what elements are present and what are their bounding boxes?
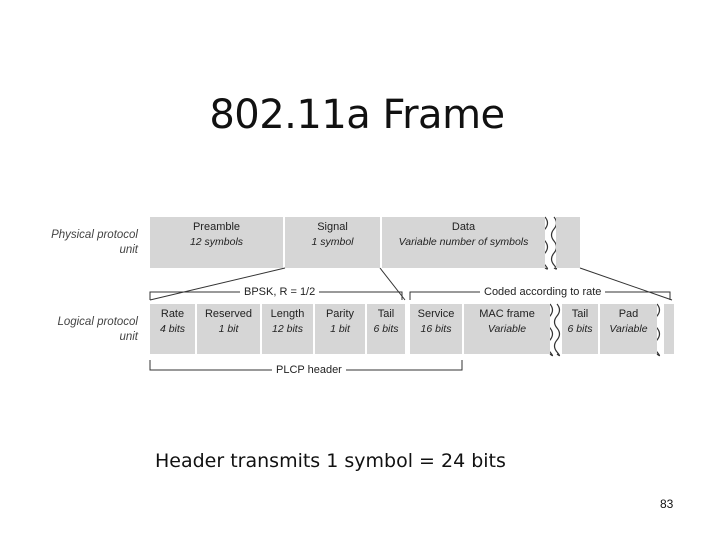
- physical-row-label: Physical protocol unit: [40, 228, 138, 258]
- logical-wavy-edge-2: [553, 303, 561, 357]
- cell-signal: Signal 1 symbol: [285, 217, 380, 268]
- cell-tail-2-name: Tail: [571, 308, 589, 320]
- expand-line-signal-right: [379, 267, 406, 301]
- cell-parity: Parity 1 bit: [315, 304, 365, 354]
- cell-service: Service 16 bits: [410, 304, 462, 354]
- cell-rate-sub: 4 bits: [159, 323, 186, 335]
- cell-length-sub: 12 bits: [272, 323, 303, 335]
- cell-data: Data Variable number of symbols: [382, 217, 545, 268]
- cell-signal-name: Signal: [317, 221, 348, 233]
- logical-wavy-edge-1: [546, 303, 554, 357]
- cell-pad-tail: [664, 304, 674, 354]
- cell-reserved-name: Reserved: [204, 308, 253, 320]
- plcp-label: PLCP header: [272, 363, 346, 377]
- cell-tail-1-sub: 6 bits: [373, 323, 399, 335]
- cell-pad-name: Pad: [618, 308, 639, 320]
- cell-tail-1: Tail 6 bits: [367, 304, 405, 354]
- cell-mac-frame-sub: Variable: [487, 323, 527, 335]
- cell-preamble-name: Preamble: [192, 221, 241, 233]
- cell-mac-frame-name: MAC frame: [479, 308, 535, 320]
- cell-signal-sub: 1 symbol: [311, 236, 354, 248]
- cell-parity-name: Parity: [325, 308, 355, 320]
- page-number: 83: [660, 497, 674, 511]
- physical-label-line2: unit: [119, 244, 138, 256]
- cell-reserved: Reserved 1 bit: [197, 304, 260, 354]
- bpsk-label: BPSK, R = 1/2: [240, 285, 320, 299]
- expand-line-left: [149, 267, 286, 301]
- cell-tail-2-sub: 6 bits: [567, 323, 593, 335]
- cell-data-name: Data: [451, 221, 476, 233]
- cell-length-name: Length: [270, 308, 305, 320]
- caption-text: Header transmits 1 symbol = 24 bits: [155, 450, 506, 472]
- cell-service-name: Service: [417, 308, 455, 320]
- cell-mac-frame: MAC frame Variable: [464, 304, 550, 354]
- cell-data-sub: Variable number of symbols: [398, 236, 529, 248]
- cell-parity-sub: 1 bit: [330, 323, 350, 335]
- expand-line-data-right: [579, 267, 673, 301]
- cell-pad: Pad Variable: [600, 304, 657, 354]
- cell-rate-name: Rate: [160, 308, 185, 320]
- cell-preamble-sub: 12 symbols: [189, 236, 244, 248]
- cell-preamble: Preamble 12 symbols: [150, 217, 283, 268]
- slide-title: 802.11a Frame: [209, 92, 505, 138]
- logical-label-line1: Logical protocol: [57, 316, 138, 328]
- physical-label-line1: Physical protocol: [51, 229, 138, 241]
- cell-rate: Rate 4 bits: [150, 304, 195, 354]
- cell-pad-sub: Variable: [609, 323, 648, 335]
- cell-tail-1-name: Tail: [377, 308, 395, 320]
- coded-label: Coded according to rate: [480, 285, 606, 299]
- physical-wavy-edge: [541, 216, 549, 270]
- logical-row-label: Logical protocol unit: [40, 315, 138, 345]
- cell-reserved-sub: 1 bit: [218, 323, 239, 335]
- cell-length: Length 12 bits: [262, 304, 313, 354]
- logical-label-line2: unit: [119, 331, 138, 343]
- cell-data-tail: [556, 217, 580, 268]
- logical-wavy-edge-3: [653, 303, 661, 357]
- cell-tail-2: Tail 6 bits: [562, 304, 598, 354]
- cell-service-sub: 16 bits: [420, 323, 452, 335]
